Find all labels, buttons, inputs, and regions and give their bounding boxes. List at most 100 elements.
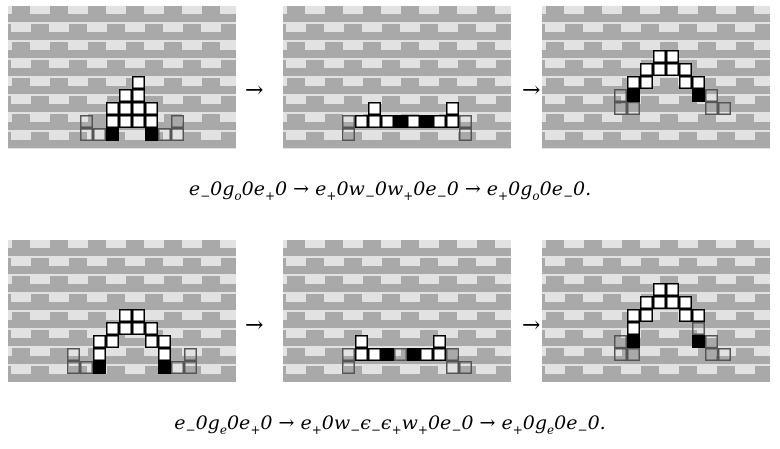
cell-white xyxy=(446,115,459,128)
cell-white xyxy=(93,335,106,348)
cell-gray xyxy=(692,322,705,335)
cell-white xyxy=(653,296,666,309)
cell-gray xyxy=(342,361,355,374)
cell-white xyxy=(679,76,692,89)
cell-gray xyxy=(718,348,731,361)
cell-white xyxy=(132,115,145,128)
cell-black xyxy=(692,89,705,102)
cell-gray xyxy=(342,115,355,128)
cell-white xyxy=(666,283,679,296)
cell-configuration xyxy=(342,102,472,141)
cell-white xyxy=(119,309,132,322)
arrow-right: → xyxy=(245,313,264,338)
cell-gray xyxy=(614,348,627,361)
cell-white xyxy=(446,102,459,115)
cell-white xyxy=(407,115,420,128)
cell-configuration xyxy=(614,283,731,361)
cell-white xyxy=(666,296,679,309)
arrow-right: → xyxy=(522,78,541,103)
cell-black xyxy=(93,361,106,374)
tiling-grid xyxy=(542,6,770,149)
cell-white xyxy=(158,335,171,348)
cell-white xyxy=(355,335,368,348)
cell-white xyxy=(640,63,653,76)
cell-gray xyxy=(342,348,355,361)
cell-gray xyxy=(342,128,355,141)
cell-configuration xyxy=(67,309,197,374)
cell-configuration xyxy=(342,335,472,374)
cell-gray xyxy=(184,361,197,374)
cell-white xyxy=(627,76,640,89)
cell-white xyxy=(679,296,692,309)
cell-white xyxy=(132,76,145,89)
cell-white xyxy=(653,63,666,76)
cell-gray xyxy=(158,128,171,141)
cell-white xyxy=(679,63,692,76)
arrow-right: → xyxy=(522,313,541,338)
cell-black xyxy=(627,335,640,348)
cell-black xyxy=(145,128,158,141)
cell-gray xyxy=(627,102,640,115)
cell-white xyxy=(132,89,145,102)
cell-gray xyxy=(446,348,459,361)
cell-gray xyxy=(80,128,93,141)
cell-white xyxy=(433,115,446,128)
cell-white xyxy=(692,309,705,322)
cell-white xyxy=(132,102,145,115)
cell-gray xyxy=(459,115,472,128)
cell-white xyxy=(145,322,158,335)
caption-row2: e−0ge0e+0 → e+0w−ϵ−ϵ+w+0e−0 → e+0ge0e−0. xyxy=(174,412,606,437)
cell-gray xyxy=(67,348,80,361)
cell-black xyxy=(381,348,394,361)
cell-gray xyxy=(171,115,184,128)
tiling-grid xyxy=(8,240,236,382)
cell-white xyxy=(692,76,705,89)
cell-gray xyxy=(80,115,93,128)
cell-gray xyxy=(446,361,459,374)
cell-white xyxy=(145,335,158,348)
cell-white xyxy=(653,50,666,63)
cell-gray xyxy=(705,348,718,361)
cell-white xyxy=(119,89,132,102)
cell-white xyxy=(368,102,381,115)
cell-white xyxy=(627,322,640,335)
cell-gray xyxy=(614,102,627,115)
cell-gray xyxy=(718,102,731,115)
cell-white xyxy=(158,348,171,361)
cell-white xyxy=(420,348,433,361)
cell-configuration xyxy=(80,76,184,141)
cell-gray xyxy=(184,348,197,361)
cell-white xyxy=(368,115,381,128)
caption-row1: e−0go0e+0 → e+0w−0w+0e−0 → e+0go0e−0. xyxy=(188,178,592,203)
cell-gray xyxy=(459,128,472,141)
panel-row2-step2 xyxy=(283,240,511,382)
cell-white xyxy=(355,348,368,361)
cell-white xyxy=(93,348,106,361)
tiling-grid xyxy=(8,6,236,149)
cell-gray xyxy=(705,89,718,102)
cell-gray xyxy=(171,128,184,141)
cell-gray xyxy=(627,348,640,361)
cell-white xyxy=(679,309,692,322)
tiling-grid xyxy=(542,240,770,382)
panel-row1-step3 xyxy=(542,6,770,149)
cell-white xyxy=(106,322,119,335)
cell-white xyxy=(132,322,145,335)
cell-black xyxy=(692,335,705,348)
cell-white xyxy=(433,348,446,361)
cell-white xyxy=(355,115,368,128)
panel-row2-step1 xyxy=(8,240,236,382)
cell-gray xyxy=(459,361,472,374)
cell-white xyxy=(106,102,119,115)
cell-gray xyxy=(93,128,106,141)
cell-white xyxy=(627,309,640,322)
panel-row2-step3 xyxy=(542,240,770,382)
arrow-right: → xyxy=(245,78,264,103)
cell-configuration xyxy=(614,50,731,115)
cell-white xyxy=(381,115,394,128)
cell-white xyxy=(132,309,145,322)
tiling-grid xyxy=(283,6,511,149)
cell-gray xyxy=(80,361,93,374)
cell-white xyxy=(640,309,653,322)
